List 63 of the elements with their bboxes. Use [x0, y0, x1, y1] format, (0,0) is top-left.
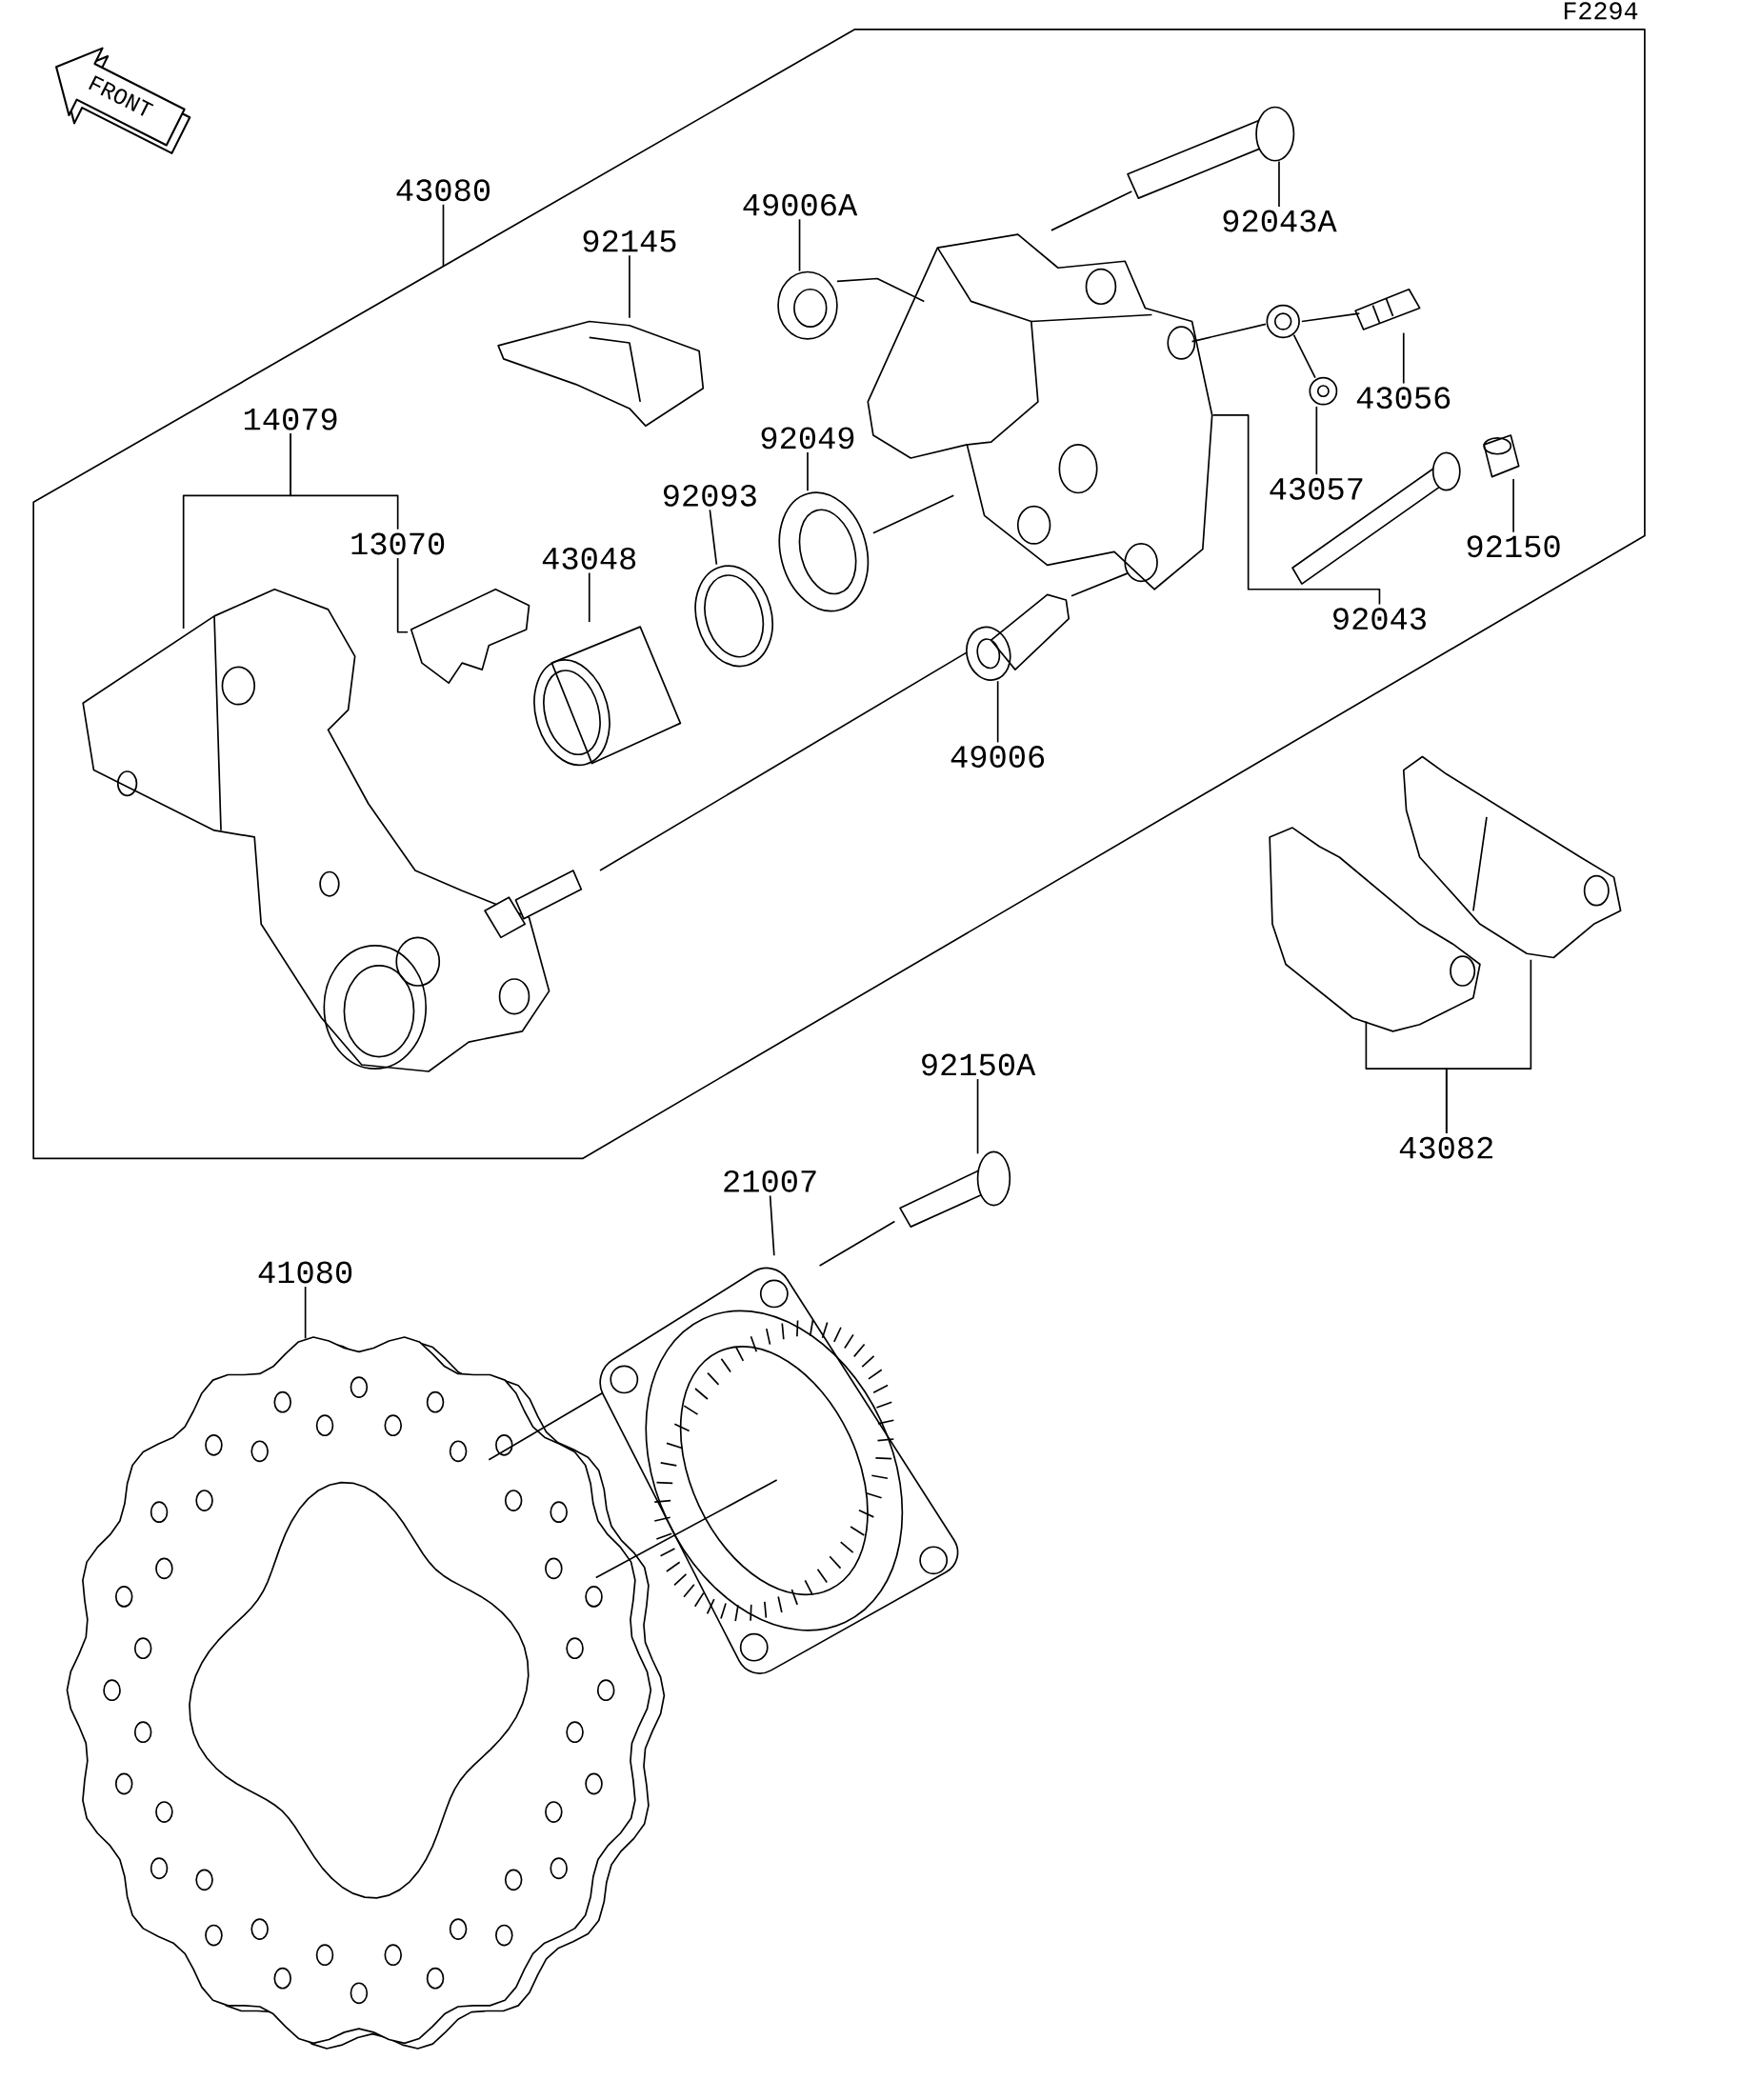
part-number: 92150	[1467, 535, 1560, 558]
leader-line	[1278, 160, 1280, 208]
alignment-line	[872, 494, 955, 534]
part-number: 43048	[542, 548, 636, 570]
alignment-line	[1301, 312, 1361, 323]
cap-drawing	[1483, 434, 1520, 478]
leader-line	[442, 203, 445, 268]
part-number: 43056	[1356, 387, 1451, 410]
leader-line	[1315, 406, 1318, 476]
piston-drawing	[533, 626, 682, 767]
leader-line	[996, 680, 999, 744]
leader-line	[1445, 958, 1532, 1134]
alignment-line	[488, 1391, 604, 1461]
leader-line	[1512, 478, 1514, 533]
part-number: 21007	[724, 1170, 816, 1192]
leader-line	[396, 557, 409, 633]
part-number: 92093	[663, 484, 756, 507]
clip-drawing	[497, 320, 705, 428]
leader-line	[1211, 414, 1381, 606]
bleeder-valve-drawing	[1354, 288, 1421, 330]
seal-drawing	[777, 270, 838, 340]
alignment-line	[1051, 190, 1133, 231]
brake-pad-drawing	[1269, 827, 1481, 1032]
leader-line	[798, 218, 801, 272]
seal-drawing	[778, 491, 870, 612]
pin-drawing	[1127, 106, 1295, 199]
ring-drawing	[694, 565, 773, 668]
part-number: 92150A	[922, 1053, 1036, 1076]
alignment-line	[1071, 572, 1129, 597]
alignment-line	[836, 277, 926, 303]
bleeder-cap-drawing	[1266, 304, 1338, 406]
leader-line	[304, 1286, 307, 1340]
leader-line	[807, 451, 809, 492]
leader-line	[290, 432, 399, 530]
part-number: 14079	[244, 408, 337, 430]
part-number: 92049	[761, 427, 854, 450]
pad-spring-drawing	[410, 588, 530, 685]
leader-line	[629, 254, 630, 319]
part-number: 41080	[258, 1261, 352, 1284]
leader-line	[588, 571, 590, 623]
part-number: 92043	[1333, 608, 1426, 630]
part-number: 92145	[583, 230, 676, 252]
leader-line	[1402, 331, 1405, 385]
caliper-bracket-drawing	[82, 588, 583, 1072]
part-number: 49006A	[743, 193, 858, 216]
leader-line	[709, 509, 718, 566]
part-number: 43082	[1399, 1136, 1492, 1159]
brake-disc-drawing	[66, 1336, 666, 2050]
brake-pad-drawing	[1402, 755, 1622, 959]
caliper-drawing	[867, 233, 1213, 590]
alignment-line	[1191, 323, 1267, 343]
boot-drawing	[966, 593, 1070, 681]
part-number: 49006	[951, 746, 1045, 768]
part-number: 92043A	[1223, 210, 1337, 232]
part-number: 13070	[351, 532, 445, 555]
part-number: 43080	[396, 179, 490, 202]
drawing-number: F2294	[1564, 2, 1638, 20]
bolt-drawing	[899, 1150, 1011, 1228]
sensor-ring-drawing	[599, 1267, 959, 1674]
leader-line	[769, 1194, 775, 1257]
leader-line	[976, 1078, 979, 1155]
part-number: 43057	[1270, 477, 1363, 500]
alignment-line	[818, 1220, 896, 1267]
